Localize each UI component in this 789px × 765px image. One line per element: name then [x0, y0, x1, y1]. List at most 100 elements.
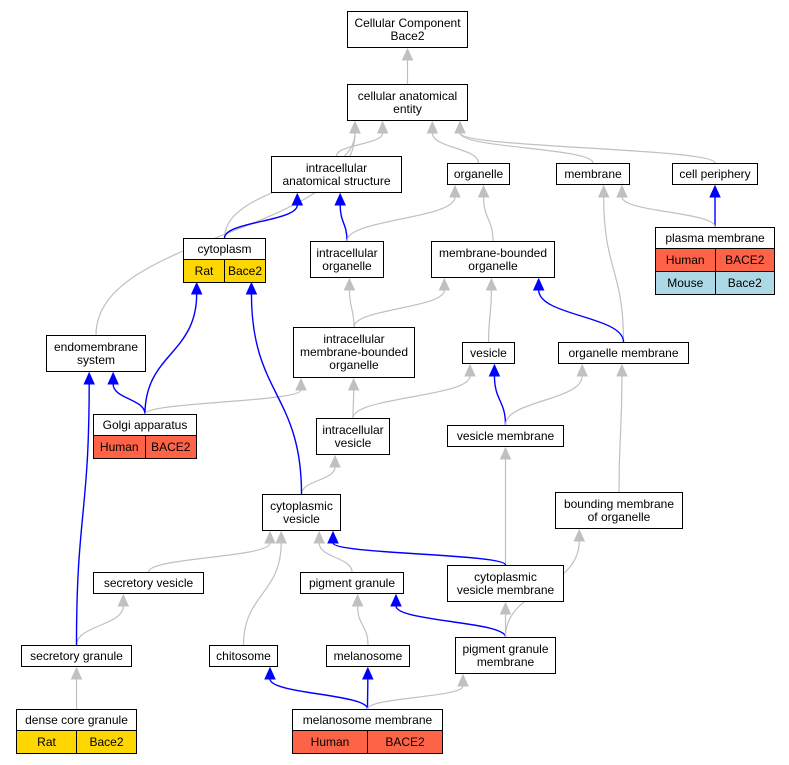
gene-label: Bace2 [76, 731, 136, 753]
go-term-intorg[interactable]: intracellular organelle [310, 241, 384, 278]
edge-secves-to-cytves [147, 542, 271, 573]
term-label: cytoplasm [197, 241, 252, 256]
arrowhead-secg-to-secves [117, 593, 130, 607]
go-term-vesicle[interactable]: vesicle [462, 342, 515, 364]
arrowhead-golgi-to-imbo [295, 377, 307, 391]
arrowhead-cvm-to-vesmem [499, 446, 512, 460]
term-label: melanosome membrane [302, 712, 433, 727]
edge-cytves-to-cytoplasm [250, 293, 303, 495]
species-label: Human [665, 253, 705, 267]
term-label: secretory vesicle [103, 575, 194, 590]
edge-cellper-to-cae [459, 132, 716, 164]
arrowhead-mbo-to-organelle [477, 184, 490, 198]
go-term-root[interactable]: Cellular Component Bace2 [347, 11, 468, 48]
term-label: intracellular organelle [316, 245, 378, 273]
edge-cytoplasm-to-ias [223, 204, 298, 239]
edge-pgm-to-pigg [395, 605, 507, 638]
arrowhead-pm-to-membrane [616, 184, 628, 198]
go-term-pgm[interactable]: pigment granule membrane [455, 637, 556, 674]
arrowhead-melmem-to-melano [362, 666, 374, 680]
species-label: Mouse [667, 276, 704, 290]
go-term-imbo[interactable]: intracellular membrane-bounded organelle [293, 327, 415, 378]
arrowhead-organelle-to-cae [426, 120, 439, 134]
arrowhead-intves-to-vesicle [464, 363, 476, 377]
edge-ias-to-cae [335, 132, 384, 157]
term-label: dense core granule [25, 712, 128, 727]
arrowhead-pm-to-cellper [709, 184, 721, 198]
term-label: vesicle membrane [456, 428, 555, 443]
term-label: membrane-bounded organelle [438, 245, 548, 273]
go-term-cellper[interactable]: cell periphery [672, 163, 758, 185]
term-label: cell periphery [679, 166, 751, 181]
edge-vesicle-to-mbo [487, 289, 493, 343]
gene-label: BACE2 [714, 249, 775, 271]
term-label: intracellular vesicle [322, 422, 384, 450]
go-term-pigg[interactable]: pigment granule [300, 572, 404, 594]
edge-chito-to-cytves [242, 542, 282, 646]
go-term-melano[interactable]: melanosome [326, 645, 410, 667]
edge-pm-to-membrane [621, 196, 716, 228]
gene-label: BACE2 [144, 436, 197, 458]
go-term-cytves[interactable]: cytoplasmic vesicle [262, 494, 341, 531]
go-term-vesmem[interactable]: vesicle membrane [447, 425, 564, 447]
edge-golgi-to-imbo [144, 389, 302, 415]
arrowhead-pgm-to-bmo [573, 528, 586, 542]
go-term-chito[interactable]: chitosome [209, 645, 278, 667]
arrowhead-imbo-to-intorg [343, 277, 356, 291]
arrowhead-cvm-to-cytves [327, 530, 339, 544]
arrowhead-pgm-to-pigg [390, 593, 402, 607]
go-term-secves[interactable]: secretory vesicle [93, 572, 204, 594]
go-term-mbo[interactable]: membrane-bounded organelle [431, 241, 555, 278]
go-term-cvm[interactable]: cytoplasmic vesicle membrane [447, 565, 564, 602]
annotation-row: Human BACE2 [656, 248, 774, 271]
species-label: Rat [37, 735, 56, 749]
go-term-membrane[interactable]: membrane [556, 163, 630, 185]
arrowhead-vesmem-to-orgmem [576, 363, 588, 377]
go-term-endo[interactable]: endomembrane system [46, 335, 146, 372]
go-term-orgmem[interactable]: organelle membrane [558, 342, 689, 364]
term-label: plasma membrane [665, 230, 765, 245]
go-term-secg[interactable]: secretory granule [21, 645, 132, 667]
term-label: vesicle [470, 345, 507, 360]
arrowhead-cytves-to-cytoplasm [245, 281, 258, 295]
term-label: chitosome [216, 648, 271, 663]
edge-membrane-to-cae [459, 132, 594, 164]
edge-imbo-to-intorg [348, 289, 355, 328]
species-label: Human [310, 735, 350, 749]
arrowhead-secves-to-cytves [264, 530, 276, 544]
go-term-bmo[interactable]: bounding membrane of organelle [555, 492, 683, 529]
arrowhead-dcg-to-secg [70, 666, 83, 680]
term-label: bounding membrane of organelle [563, 496, 675, 524]
go-term-intves[interactable]: intracellular vesicle [316, 418, 390, 455]
edge-intorg-to-ias [339, 204, 348, 242]
arrowhead-vesicle-to-mbo [485, 277, 498, 291]
arrowhead-imbo-to-mbo [438, 277, 451, 291]
arrowhead-cae-to-root [401, 47, 414, 61]
edge-cvm-to-cytves [332, 542, 507, 566]
arrowhead-cytoplasm-to-ias [291, 192, 304, 206]
edge-cytves-to-intves [300, 466, 336, 495]
term-label: organelle [453, 166, 504, 181]
arrowhead-orgmem-to-membrane [597, 184, 610, 198]
edge-intves-to-imbo [352, 389, 355, 419]
arrowhead-vesmem-to-vesicle [488, 363, 501, 377]
gene-label: Bace2 [224, 260, 265, 282]
arrowhead-melmem-to-pgm [457, 673, 469, 687]
edge-orgmem-to-membrane [603, 196, 625, 343]
go-term-ias[interactable]: intracellular anatomical structure [271, 156, 402, 193]
go-term-cae[interactable]: cellular anatomical entity [347, 84, 468, 121]
go-term-organelle[interactable]: organelle [447, 163, 510, 185]
species-label: Human [99, 440, 139, 454]
arrowhead-melano-to-pigg [351, 593, 364, 607]
arrowhead-intorg-to-ias [334, 192, 346, 206]
term-label: membrane [564, 166, 622, 181]
